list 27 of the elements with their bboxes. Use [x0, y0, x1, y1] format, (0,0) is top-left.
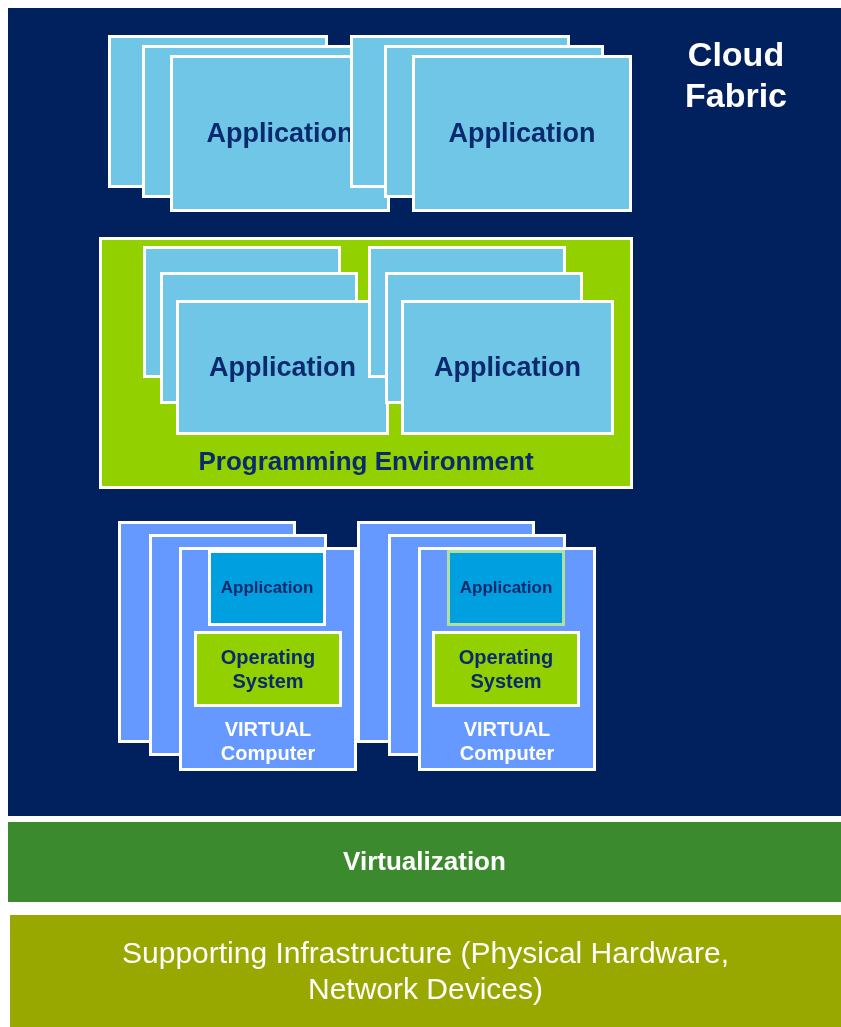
layer-title: Supporting Infrastructure (Physical Hardware, Network Devices): [121, 935, 730, 1007]
virtual-computer-stack: [118, 521, 357, 771]
panel-title: VIRTUAL Computer: [219, 717, 317, 765]
card-title: Application: [205, 117, 355, 150]
infrastructure-layer: [10, 915, 841, 1027]
operating-system-card: [194, 631, 342, 707]
card-title: Application: [433, 351, 582, 384]
layer-title: Virtualization: [342, 846, 507, 878]
cloud-fabric-panel: [8, 8, 841, 816]
programming-environment-panel: [99, 237, 633, 489]
card-title: Operating System: [219, 645, 317, 693]
operating-system-card: [432, 631, 580, 707]
application-stack: [143, 246, 389, 435]
application-card: [447, 550, 565, 626]
panel-title: VIRTUAL Computer: [458, 717, 556, 765]
card-title: Operating System: [457, 645, 555, 693]
panel-title: Programming Environment: [197, 446, 535, 478]
application-card: [208, 550, 326, 626]
card-title: Application: [458, 577, 554, 599]
card-title: Application: [219, 577, 315, 599]
virtualization-layer: [8, 822, 841, 902]
virtual-computer-stack: [357, 521, 596, 771]
application-stack: [368, 246, 614, 435]
card-title: Application: [208, 351, 357, 384]
application-stack: [350, 35, 632, 212]
panel-title: Cloud Fabric: [683, 34, 788, 116]
card-title: Application: [447, 117, 597, 150]
